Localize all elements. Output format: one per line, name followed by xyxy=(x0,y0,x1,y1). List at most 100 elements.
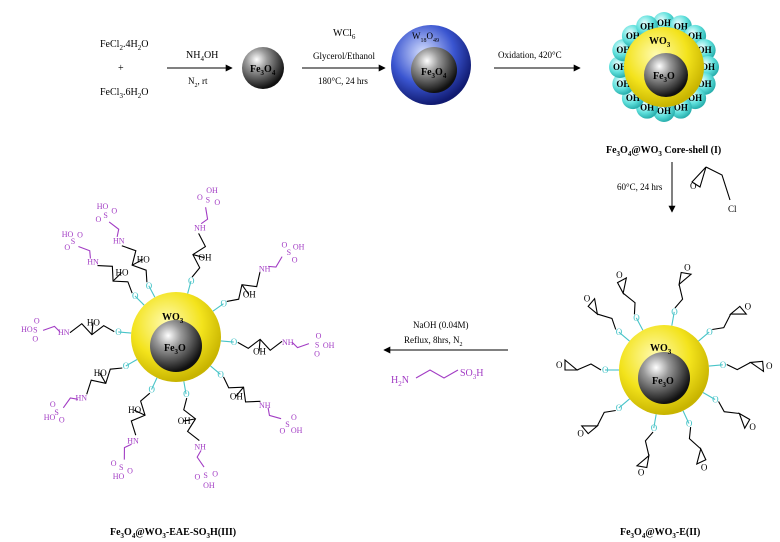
sulfonic-hydroxyl: OH xyxy=(323,341,335,350)
linker-bond xyxy=(671,311,675,326)
sulfur-label: S xyxy=(119,463,123,472)
linker-bond xyxy=(708,364,723,367)
reactant-fecl3: FeCl3.6H2O xyxy=(100,87,148,100)
sulfonyl-oxygen: O xyxy=(127,467,133,476)
epoxide-oxygen: O xyxy=(638,468,645,478)
fe3o4-particle: Fe3O4 xyxy=(242,47,284,89)
linker-bond xyxy=(134,295,145,306)
linker-oxygen: O xyxy=(146,281,153,291)
linker-bond xyxy=(150,377,158,390)
sulfur-label: S xyxy=(103,211,107,220)
epoxide-ring xyxy=(635,454,650,469)
sulfonyl-oxygen: O xyxy=(32,335,38,344)
ethyl-bond xyxy=(123,443,132,460)
step2-arrow: WCl6 Glycerol/Ethanol 180°C, 24 hrs xyxy=(302,28,386,86)
ethyl-bond xyxy=(200,207,209,225)
oh-label: OH xyxy=(657,106,671,116)
hydroxyl-label: OH xyxy=(253,346,266,356)
sulfur-label: S xyxy=(287,248,291,257)
linker-oxygen: O xyxy=(231,337,238,347)
step3-arrow: Oxidation, 420°C xyxy=(494,50,581,72)
epoxide-ring xyxy=(729,305,748,315)
linker-bond xyxy=(212,303,224,312)
sulfur-label: S xyxy=(71,237,75,246)
taurine-structure: H2N SO3H xyxy=(391,368,484,388)
hydroxyl-label: HO xyxy=(137,255,150,265)
oh-label: OH xyxy=(688,31,702,41)
backbone-bond xyxy=(237,338,283,352)
epoxide-ring xyxy=(564,358,579,371)
step4-conditions: 60°C, 24 hrs xyxy=(617,182,663,192)
step3-conditions: Oxidation, 420°C xyxy=(498,50,562,60)
linker-oxygen: O xyxy=(686,418,693,428)
epichlorohydrin-structure: O Cl xyxy=(690,166,737,214)
reactant-fecl2: FeCl2.4H2O xyxy=(100,39,148,52)
linker-bond xyxy=(125,359,138,367)
taurine-acid: SO3H xyxy=(460,368,484,381)
hydroxyl-bond xyxy=(235,386,244,397)
oh-label: OH xyxy=(688,93,702,103)
linker-oxygen: O xyxy=(671,307,678,317)
w18o49-coated-particle: W18O49 Fe3O4 xyxy=(391,25,471,105)
ethyl-bond xyxy=(291,341,310,349)
sulfonic-hydroxyl: OH xyxy=(293,242,305,251)
epoxide-ring xyxy=(678,271,693,286)
sulfonyl-oxygen: O xyxy=(314,349,320,358)
oh-label: OH xyxy=(613,62,627,72)
backbone-bond xyxy=(222,376,261,403)
coated-core-label: Fe3O4 xyxy=(421,67,447,80)
product3-name: Fe3O4@WO3-EAE-SO3H(III) xyxy=(110,527,236,540)
epi-chlorine: Cl xyxy=(728,204,737,214)
linker-oxygen: O xyxy=(217,369,224,379)
sulfonyl-oxygen: O xyxy=(50,400,56,409)
oh-label: OH xyxy=(674,103,688,113)
oh-label: OH xyxy=(616,45,630,55)
hydroxyl-bond xyxy=(258,339,261,352)
ethyl-bond xyxy=(62,397,79,409)
step5-conditions: Reflux, 8hrs, N2 xyxy=(404,335,463,348)
linker-oxygen: O xyxy=(712,395,719,405)
linker-oxygen: O xyxy=(115,327,122,337)
hydroxyl-bond xyxy=(112,272,122,282)
hydroxyl-bond xyxy=(241,284,250,295)
product2-shell-label: WO3 xyxy=(650,343,672,356)
product1-name: Fe3O4@WO3 Core-shell (I) xyxy=(606,145,721,158)
epoxide-oxygen: O xyxy=(584,294,591,304)
sulfur-label: S xyxy=(285,420,289,429)
sulfonyl-oxygen: O xyxy=(34,317,40,326)
linker-bond xyxy=(618,331,630,342)
linker-bond xyxy=(702,392,716,400)
linker-bond xyxy=(653,414,657,429)
taurine-amine: H2N xyxy=(391,375,409,388)
amine-label: HN xyxy=(127,437,139,446)
hydroxyl-label: OH xyxy=(199,253,212,263)
ethyl-bond xyxy=(267,407,282,420)
amine-label: HN xyxy=(76,393,88,402)
epoxide-ring xyxy=(616,276,628,295)
linker-oxygen: O xyxy=(188,276,195,286)
product1-shell-label: WO3 xyxy=(649,36,671,49)
chain-bond xyxy=(718,401,740,415)
sulfur-label: S xyxy=(54,408,58,417)
chain-bond xyxy=(622,292,636,315)
product2-core-label: Fe3O xyxy=(652,376,674,389)
linker-oxygen: O xyxy=(616,327,623,337)
backbone-bond xyxy=(191,233,207,278)
amine-label: NH xyxy=(282,338,294,347)
oh-label: OH xyxy=(640,103,654,113)
linker-oxygen: O xyxy=(183,389,190,399)
amine-label: HN xyxy=(87,257,99,266)
sulfonic-hydroxyl: HO xyxy=(21,325,33,334)
sulfonic-hydroxyl: HO xyxy=(113,472,125,481)
linker-oxygen: O xyxy=(651,423,658,433)
step5-arrow: NaOH (0.04M) Reflux, 8hrs, N2 H2N SO3H xyxy=(383,320,508,388)
hydroxyl-bond xyxy=(192,254,205,259)
solvent-label: Glycerol/Ethanol xyxy=(313,51,375,61)
linker-oxygen: O xyxy=(706,327,713,337)
linker-oxygen: O xyxy=(123,361,130,371)
epoxide-ring xyxy=(587,297,599,316)
